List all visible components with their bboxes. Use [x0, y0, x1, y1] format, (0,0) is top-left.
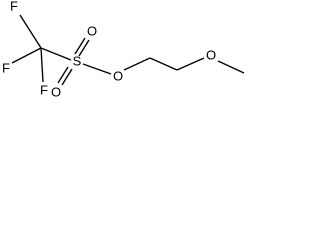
atom-fluorine-bottom: F [40, 83, 48, 98]
chemical-structure-diagram: F F F S O O O O [2, 0, 245, 100]
bond-c-s [40, 47, 72, 61]
bond-s-o-double-bottom [57, 66, 73, 86]
atom-sulfur: S [73, 54, 82, 69]
bond-c-f-top [19, 14, 42, 49]
atom-oxygen-ether: O [206, 48, 216, 63]
atom-fluorine-top: F [10, 0, 18, 14]
atom-oxygen-sulfonyl-top: O [87, 24, 97, 39]
bond-ch2-o-ether [176, 57, 205, 71]
bond-ch2-ch2 [149, 57, 178, 71]
bond-s-o-double-top [74, 37, 90, 57]
bond-o-ch2 [123, 57, 151, 71]
bond-c-f-left [11, 47, 42, 64]
bond-s-o-ester [82, 63, 112, 75]
atom-oxygen-sulfonyl-bottom: O [51, 85, 61, 100]
bond-c-f-bottom [40, 47, 44, 83]
bond-o-ch3 [217, 60, 245, 74]
atom-fluorine-left: F [2, 61, 10, 76]
atom-oxygen-ester: O [113, 69, 123, 84]
